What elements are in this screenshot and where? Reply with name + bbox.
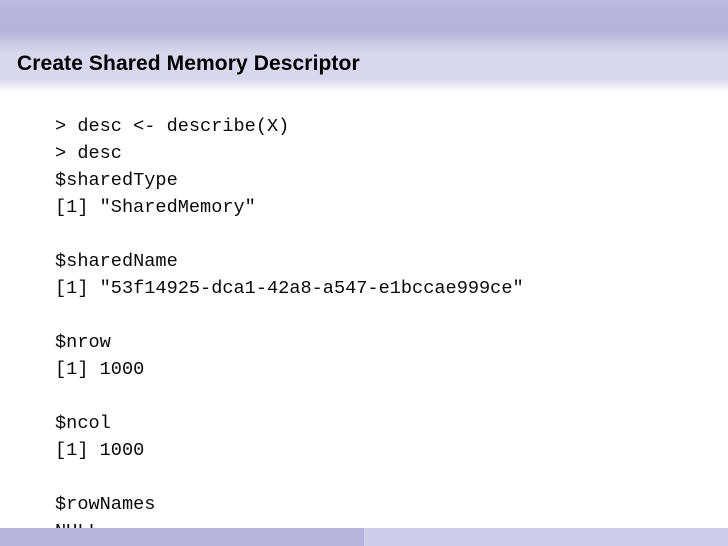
- footer-left-segment: [0, 528, 364, 546]
- footer-right-segment: [364, 528, 728, 546]
- r-console-output: > desc <- describe(X) > desc $sharedType…: [55, 116, 524, 542]
- slide-footer-band: [0, 528, 728, 546]
- slide-title: Create Shared Memory Descriptor: [17, 52, 360, 75]
- slide-header-band: Create Shared Memory Descriptor: [0, 0, 728, 96]
